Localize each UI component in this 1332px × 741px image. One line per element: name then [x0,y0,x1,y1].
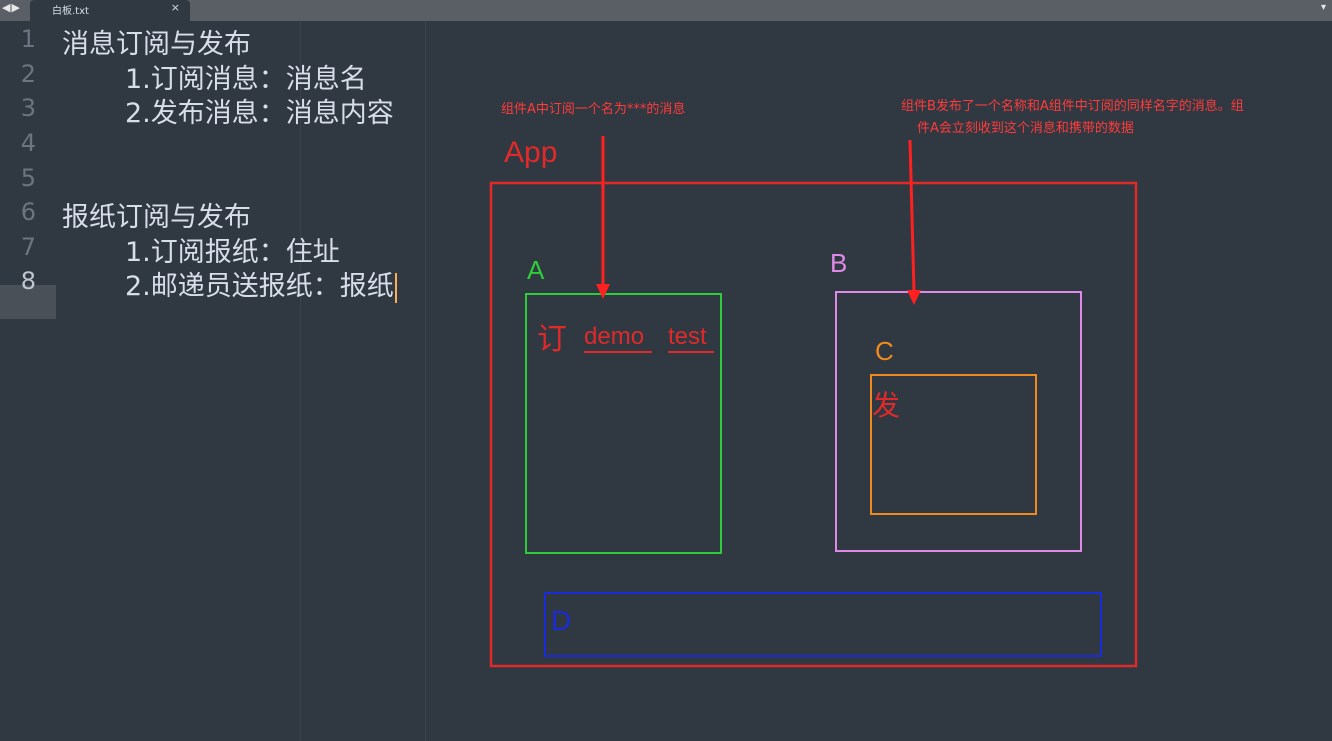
line-number: 2 [20,60,36,88]
code-line-active: 2.邮递员送报纸：报纸 [125,264,397,303]
line-number-active: 8 [20,267,36,295]
code-line: 1.订阅报纸：住址 [125,237,340,268]
code-line-text: 2.邮递员送报纸：报纸 [125,271,394,302]
arrow-to-a-head-icon [596,284,610,299]
tab-whiteboard[interactable]: 白板.txt × [30,0,190,21]
line-number: 4 [20,129,36,157]
line-number: 5 [20,164,36,192]
code-line: 2.发布消息：消息内容 [125,98,394,129]
component-c-label: C [875,336,894,366]
annotation-subscribe: 组件A中订阅一个名为***的消息 [501,102,686,117]
component-c-box [870,374,1037,515]
component-a-box [525,293,722,554]
subscribe-char: 订 [537,322,567,357]
tab-bar: ◀▶ 白板.txt × ▾ [0,0,1332,21]
app-label: App [504,136,557,169]
line-number-gutter: 1 2 3 4 5 6 7 8 [0,21,56,741]
code-line: 1.订阅消息：消息名 [125,64,367,95]
tab-dropdown-icon[interactable]: ▾ [1320,2,1326,13]
app-box [489,181,1138,668]
tab-close-icon[interactable]: × [170,1,180,14]
component-b-label: B [830,248,847,278]
line-number: 7 [20,233,36,261]
active-line-highlight [0,285,56,319]
code-line: 报纸订阅与发布 [62,202,251,233]
code-line: 消息订阅与发布 [62,29,251,60]
annotation-publish-line1: 组件B发布了一个名称和A组件中订阅的同样名字的消息。组 [901,99,1244,114]
subscribe-demo: demo [584,323,644,350]
line-number: 1 [20,25,36,53]
line-number: 3 [20,94,36,122]
line-number: 6 [20,198,36,226]
component-d-box [544,592,1102,657]
text-cursor [394,272,397,303]
component-a-label: A [527,255,545,285]
publish-char: 发 [872,389,900,422]
arrow-to-b-head-icon [907,290,921,305]
component-b-box [835,291,1082,552]
arrow-to-b-line [908,139,916,293]
tab-title: 白板.txt [52,6,89,17]
annotation-publish-line2: 件A会立刻收到这个消息和携带的数据 [917,121,1134,136]
indent-guide [300,21,301,741]
tab-nav-arrows-icon[interactable]: ◀▶ [2,1,21,14]
component-d-label: D [551,605,571,636]
indent-guide [425,21,426,741]
subscribe-test: test [668,323,707,350]
